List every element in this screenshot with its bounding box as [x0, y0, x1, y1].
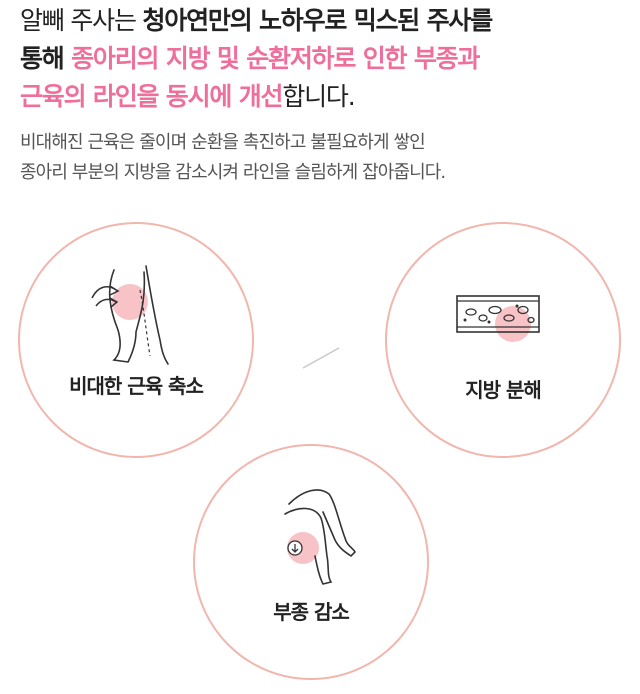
- effect-swelling-reduction: 부종 감소: [193, 444, 429, 680]
- headline-bold-text: 청아연만의 노하우로 믹스된 주사를: [142, 6, 494, 35]
- headline: 알빼 주사는 청아연만의 노하우로 믹스된 주사를 통해 종아리의 지방 및 순…: [20, 2, 630, 116]
- calf-muscle-icon: [91, 265, 169, 365]
- headline-line-3: 근육의 라인을 동시에 개선합니다.: [20, 78, 630, 116]
- headline-line-2: 통해 종아리의 지방 및 순환저하로 인한 부종과: [20, 40, 630, 78]
- description-line-2: 종아리 부분의 지방을 감소시켜 라인을 슬림하게 잡아줍니다.: [20, 162, 446, 183]
- headline-accent-text: 종아리의 지방 및 순환저하로 인한 부종과: [71, 44, 480, 73]
- headline-accent-text: 근육의 라인을 동시에 개선: [20, 82, 284, 111]
- connector-line: [302, 347, 340, 369]
- effect-fat-breakdown: 지방 분해: [385, 222, 621, 458]
- description: 비대해진 근육은 줄이며 순환을 촉진하고 불필요하게 쌓인 종아리 부분의 지…: [20, 128, 630, 188]
- effect-label: 지방 분해: [465, 378, 542, 402]
- legs-swelling-down-icon: [284, 489, 356, 585]
- effect-label: 부종 감소: [273, 600, 350, 624]
- description-line-1: 비대해진 근육은 줄이며 순환을 촉진하고 불필요하게 쌓인: [20, 132, 426, 153]
- fat-tissue-icon: [456, 295, 540, 342]
- headline-line-1: 알빼 주사는 청아연만의 노하우로 믹스된 주사를: [20, 2, 630, 40]
- headline-text: 합니다.: [282, 82, 355, 111]
- effect-label: 비대한 근육 축소: [69, 374, 204, 398]
- headline-text: 알빼 주사는: [20, 6, 143, 35]
- headline-bold-text: 통해: [20, 44, 72, 73]
- effect-muscle-reduction: 비대한 근육 축소: [18, 222, 254, 458]
